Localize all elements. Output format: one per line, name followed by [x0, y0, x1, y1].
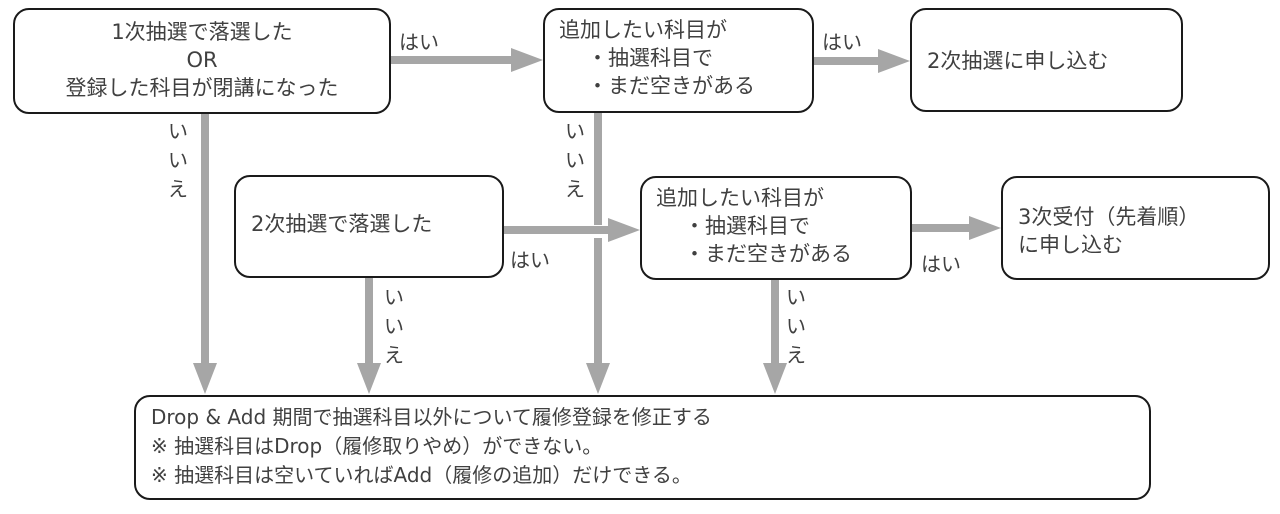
node-text: Drop & Add 期間で抽選科目以外について履修登録を修正する: [151, 405, 712, 429]
node-bullet: ・抽選科目で: [684, 214, 810, 238]
edge-second-failed-to-dropadd-shaft: [365, 278, 373, 365]
edge-second-failed-to-check2-shaft: [504, 226, 610, 234]
label-char: え: [565, 177, 585, 201]
label-char: え: [384, 343, 404, 367]
node-note: ※ 抽選科目は空いていればAdd（履修の追加）だけできる。: [151, 463, 692, 487]
edge-check1-to-dropadd-shaft-upper: [594, 113, 602, 225]
edge-label-yes: はい: [399, 30, 439, 54]
edge-check2-to-dropadd-arrowhead: [763, 363, 787, 394]
node-bullet: ・抽選科目で: [587, 46, 713, 70]
edge-check1-to-second-lottery-arrowhead: [878, 49, 910, 73]
label-char: い: [168, 119, 188, 143]
label-char: い: [384, 285, 404, 309]
label-char: い: [565, 119, 585, 143]
edge-label-no: い い え: [383, 283, 405, 370]
edge-check2-to-third-shaft: [912, 224, 971, 232]
edge-label-no: い い え: [564, 117, 586, 204]
node-text: 登録した科目が閉講になった: [65, 76, 339, 100]
node-check-subject-2: 追加したい科目が ・抽選科目で ・まだ空きがある: [640, 176, 912, 280]
edge-label-yes: はい: [822, 30, 862, 54]
edge-first-to-dropadd-shaft: [201, 114, 209, 365]
node-bullet: ・まだ空きがある: [684, 242, 852, 266]
edge-label-no: い い え: [167, 117, 189, 204]
edge-check2-to-dropadd-shaft: [771, 280, 779, 365]
label-char: い: [786, 285, 806, 309]
node-note: ※ 抽選科目はDrop（履修取りやめ）ができない。: [151, 434, 603, 458]
label-char: い: [565, 148, 585, 172]
label-char: い: [384, 314, 404, 338]
edge-check2-to-third-arrowhead: [969, 216, 1001, 240]
node-text: 2次抽選で落選した: [251, 212, 433, 236]
node-text: OR: [186, 48, 218, 72]
edge-first-to-dropadd-arrowhead: [193, 363, 217, 394]
node-apply-second-lottery: 2次抽選に申し込む: [910, 8, 1183, 112]
edge-label-no: い い え: [785, 283, 807, 370]
node-text: 1次抽選で落選した: [111, 20, 293, 44]
label-char: い: [786, 314, 806, 338]
edge-label-yes: はい: [921, 252, 961, 276]
edge-check1-to-dropadd-shaft-lower: [594, 238, 602, 365]
node-check-subject-1: 追加したい科目が ・抽選科目で ・まだ空きがある: [543, 8, 814, 113]
node-text: 追加したい科目が: [559, 18, 727, 42]
node-text: に申し込む: [1018, 233, 1123, 257]
edge-second-failed-to-check2-arrowhead: [608, 218, 640, 242]
label-char: い: [168, 148, 188, 172]
edge-label-yes: はい: [510, 248, 550, 272]
edge-first-to-check1-shaft: [391, 56, 513, 64]
edge-check1-to-second-lottery-shaft: [814, 57, 880, 65]
edge-second-failed-to-dropadd-arrowhead: [357, 363, 381, 394]
node-first-lottery-failed: 1次抽選で落選した OR 登録した科目が閉講になった: [13, 8, 391, 114]
node-text: 3次受付（先着順）: [1018, 205, 1200, 229]
edge-check1-to-dropadd-arrowhead: [586, 363, 610, 394]
node-text: 2次抽選に申し込む: [927, 49, 1109, 73]
node-bullet: ・まだ空きがある: [587, 74, 755, 98]
node-second-lottery-failed: 2次抽選で落選した: [234, 175, 504, 278]
label-char: え: [168, 177, 188, 201]
node-text: 追加したい科目が: [656, 186, 824, 210]
node-drop-add: Drop & Add 期間で抽選科目以外について履修登録を修正する ※ 抽選科目…: [134, 395, 1151, 500]
node-apply-third: 3次受付（先着順） に申し込む: [1001, 176, 1270, 280]
edge-first-to-check1-arrowhead: [511, 48, 543, 72]
label-char: え: [786, 343, 806, 367]
